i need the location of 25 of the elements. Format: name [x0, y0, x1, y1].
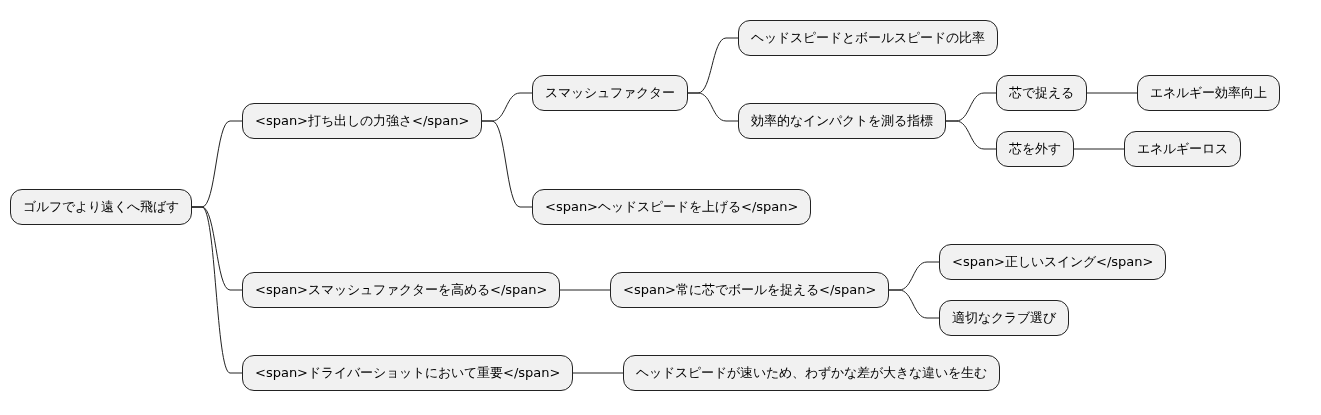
connector-line: [191, 206, 243, 374]
topic-box: エネルギー効率向上: [1137, 75, 1280, 111]
connector-line: [572, 372, 624, 374]
topic-box: 芯で捉える: [996, 75, 1087, 111]
topic-box: ゴルフでより遠くへ飛ばす: [10, 189, 192, 225]
topic-box: ヘッドスピードが速いため、わずかな差が大きな違いを生む: [623, 355, 1000, 391]
connector-line: [1086, 92, 1138, 94]
topic-box: <span>ヘッドスピードを上げる</span>: [532, 189, 812, 225]
topic-box: <span>ドライバーショットにおいて重要</span>: [242, 355, 574, 391]
topic-box: 効率的なインパクトを測る指標: [738, 103, 946, 139]
topic-box: <span>常に芯でボールを捉える</span>: [610, 272, 890, 308]
topic-box: 芯を外す: [996, 131, 1074, 167]
topic-box: ヘッドスピードとボールスピードの比率: [738, 20, 998, 56]
topic-box: <span>打ち出しの力強さ</span>: [242, 103, 483, 139]
connector-line: [559, 289, 611, 291]
topic-box: エネルギーロス: [1124, 131, 1241, 167]
topic-box: <span>スマッシュファクターを高める</span>: [242, 272, 561, 308]
topic-box: スマッシュファクター: [532, 75, 688, 111]
connector-line: [888, 289, 940, 319]
connector-line: [687, 92, 739, 122]
connector-line: [1073, 148, 1125, 150]
connector-line: [945, 120, 997, 150]
connector-line: [481, 120, 533, 208]
topic-box: <span>正しいスイング</span>: [939, 244, 1167, 280]
topic-box: 適切なクラブ選び: [939, 300, 1069, 336]
